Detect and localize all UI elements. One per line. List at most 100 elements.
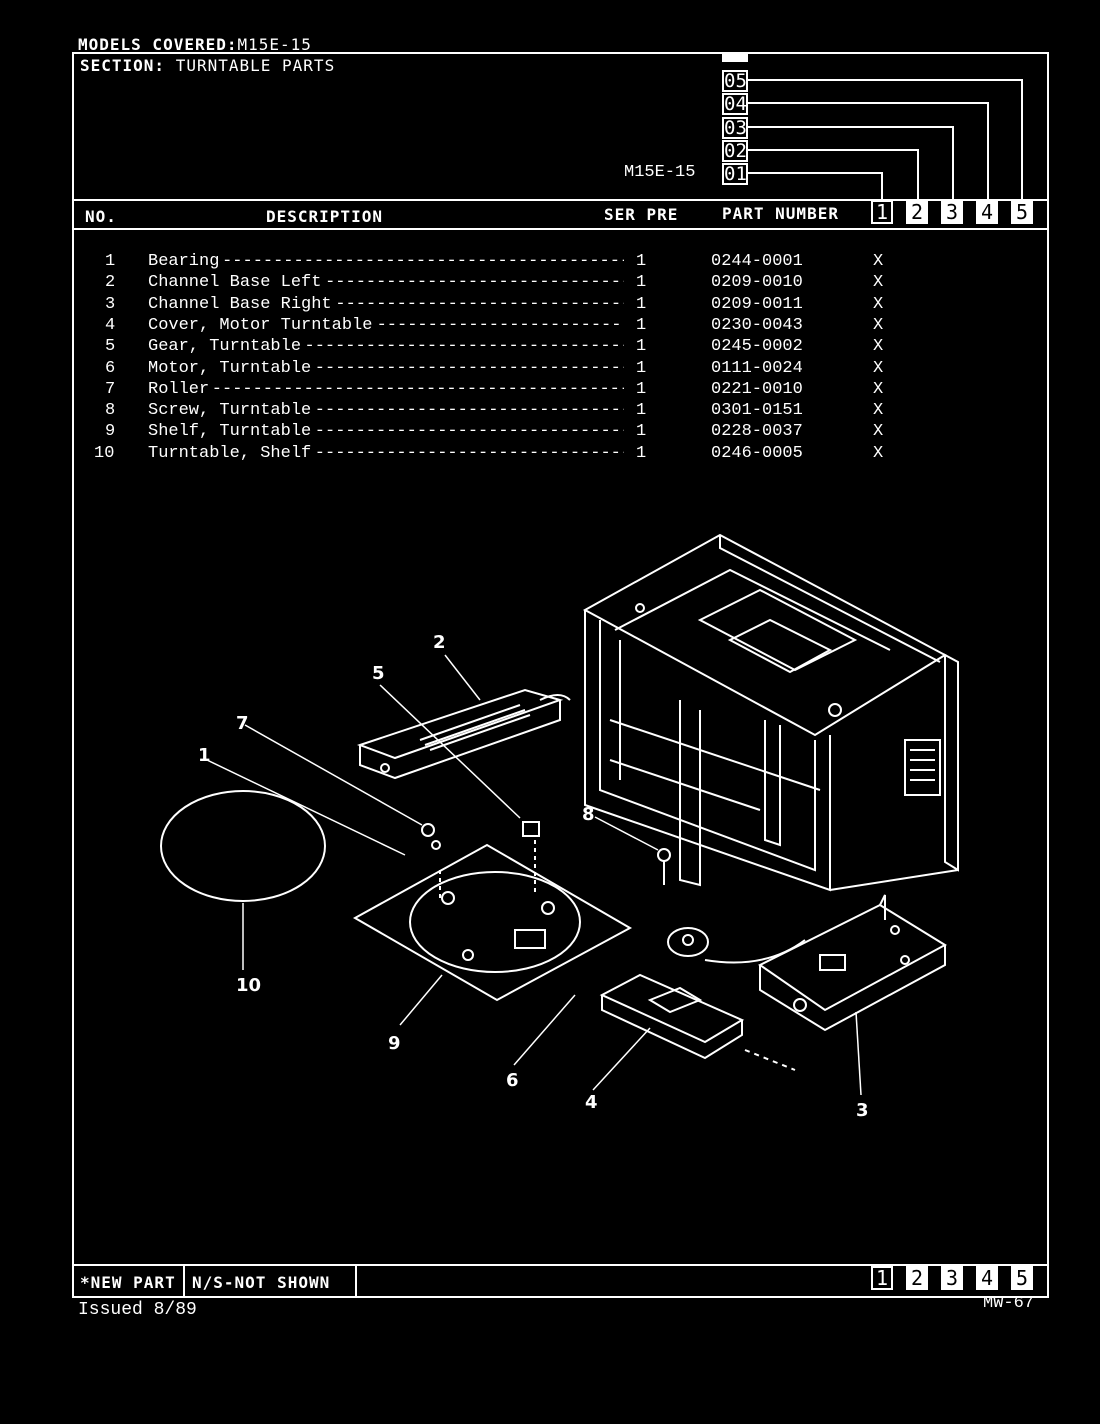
part-qty: 1 xyxy=(636,443,647,463)
section-title: SECTION: TURNTABLE PARTS xyxy=(80,56,335,75)
dot-leader: ----------------------------------------… xyxy=(325,273,624,293)
part-number: 0301-0151 xyxy=(711,401,803,421)
section-value: TURNTABLE PARTS xyxy=(175,56,336,75)
connector-01 xyxy=(748,172,883,199)
motor-cover-drawing xyxy=(599,973,745,1060)
dot-leader: ----------------------------------------… xyxy=(222,252,624,271)
connector-03 xyxy=(748,126,954,199)
callout-5: 5 xyxy=(372,663,385,684)
level-connectors xyxy=(748,79,1023,199)
level-box: 05 xyxy=(722,70,748,92)
callout-4: 4 xyxy=(585,1092,598,1113)
part-mark: X xyxy=(873,337,884,357)
bearing-ring-drawing xyxy=(160,790,326,902)
part-no: 5 xyxy=(105,337,116,357)
part-no: 10 xyxy=(94,443,115,463)
dot-leader: ----------------------------------------… xyxy=(314,422,624,442)
part-number: 0246-0005 xyxy=(711,443,803,463)
roller-drawing xyxy=(421,823,435,837)
part-description: Motor, Turntable xyxy=(148,358,312,378)
part-description: Bearing xyxy=(148,252,220,271)
model-column-box: 5 xyxy=(1011,200,1033,224)
part-no: 1 xyxy=(105,252,116,271)
connector-04 xyxy=(748,102,989,199)
part-qty: 1 xyxy=(636,315,647,335)
part-number: 0209-0011 xyxy=(711,294,803,314)
part-description: Channel Base Left xyxy=(148,273,322,293)
level-box: 04 xyxy=(722,93,748,115)
part-no: 6 xyxy=(105,358,116,378)
model-code: M15E-15 xyxy=(624,163,696,182)
dot-leader: ----------------------------------------… xyxy=(304,337,625,357)
model-column-box: 1 xyxy=(871,200,893,224)
new-part-legend: *NEW PART xyxy=(80,1273,176,1292)
connector-05 xyxy=(748,79,1023,199)
dot-leader: ----------------------------------------… xyxy=(211,379,624,399)
page-code: MW-67 xyxy=(983,1294,1035,1313)
part-number: 0228-0037 xyxy=(711,422,803,442)
part-number: 0244-0001 xyxy=(711,252,803,271)
exploded-diagram xyxy=(160,533,959,1096)
dot-leader: ----------------------------------------… xyxy=(314,358,624,378)
dot-leader: ----------------------------------------… xyxy=(335,294,624,314)
level-box: 01 xyxy=(722,163,748,185)
header-rule-top xyxy=(72,199,1049,201)
part-no: 2 xyxy=(105,273,116,293)
part-qty: 1 xyxy=(636,337,647,357)
part-description: Shelf, Turntable xyxy=(148,422,312,442)
model-column-box: 2 xyxy=(906,200,928,224)
part-no: 4 xyxy=(105,315,116,335)
footer-rule xyxy=(72,1264,1049,1266)
part-qty: 1 xyxy=(636,273,647,293)
part-qty: 1 xyxy=(636,422,647,442)
callout-9: 9 xyxy=(388,1033,401,1054)
part-mark: X xyxy=(873,294,884,314)
callout-2: 2 xyxy=(433,632,446,653)
part-qty: 1 xyxy=(636,401,647,421)
callout-1: 1 xyxy=(198,745,211,766)
dot-leader: ----------------------------------------… xyxy=(314,443,624,463)
header-rule-bottom xyxy=(72,228,1049,230)
bearing-small-drawing xyxy=(431,840,441,850)
part-description: Cover, Motor Turntable xyxy=(148,315,373,335)
col-ser-pre: SER PRE xyxy=(604,205,679,224)
part-mark: X xyxy=(873,379,884,399)
col-no: NO. xyxy=(85,207,117,226)
part-no: 8 xyxy=(105,401,116,421)
part-qty: 1 xyxy=(636,379,647,399)
ns-not-shown-legend: N/S-NOT SHOWN xyxy=(192,1273,331,1292)
part-mark: X xyxy=(873,273,884,293)
callout-3: 3 xyxy=(856,1100,869,1121)
footer-model-box: 5 xyxy=(1011,1266,1033,1290)
part-qty: 1 xyxy=(636,252,647,271)
footer-model-box: 3 xyxy=(941,1266,963,1290)
channel-base-left-drawing xyxy=(356,688,571,780)
part-qty: 1 xyxy=(636,294,647,314)
screw-drawing xyxy=(657,848,671,885)
part-description: Roller xyxy=(148,379,210,399)
callout-leaders xyxy=(206,654,862,1096)
part-description: Gear, Turntable xyxy=(148,337,302,357)
part-mark: X xyxy=(873,401,884,421)
callout-8: 8 xyxy=(582,804,595,825)
dot-leader: ----------------------------------------… xyxy=(376,315,624,335)
part-description: Channel Base Right xyxy=(148,294,332,314)
footer-divider-1 xyxy=(183,1264,185,1296)
part-no: 3 xyxy=(105,294,116,314)
connector-02 xyxy=(748,149,919,199)
footer-model-box: 1 xyxy=(871,1266,893,1290)
part-mark: X xyxy=(873,443,884,463)
motor-drawing xyxy=(667,927,806,964)
callout-7: 7 xyxy=(236,713,249,734)
part-no: 9 xyxy=(105,422,116,442)
level-box: 02 xyxy=(722,140,748,162)
model-column-box: 4 xyxy=(976,200,998,224)
